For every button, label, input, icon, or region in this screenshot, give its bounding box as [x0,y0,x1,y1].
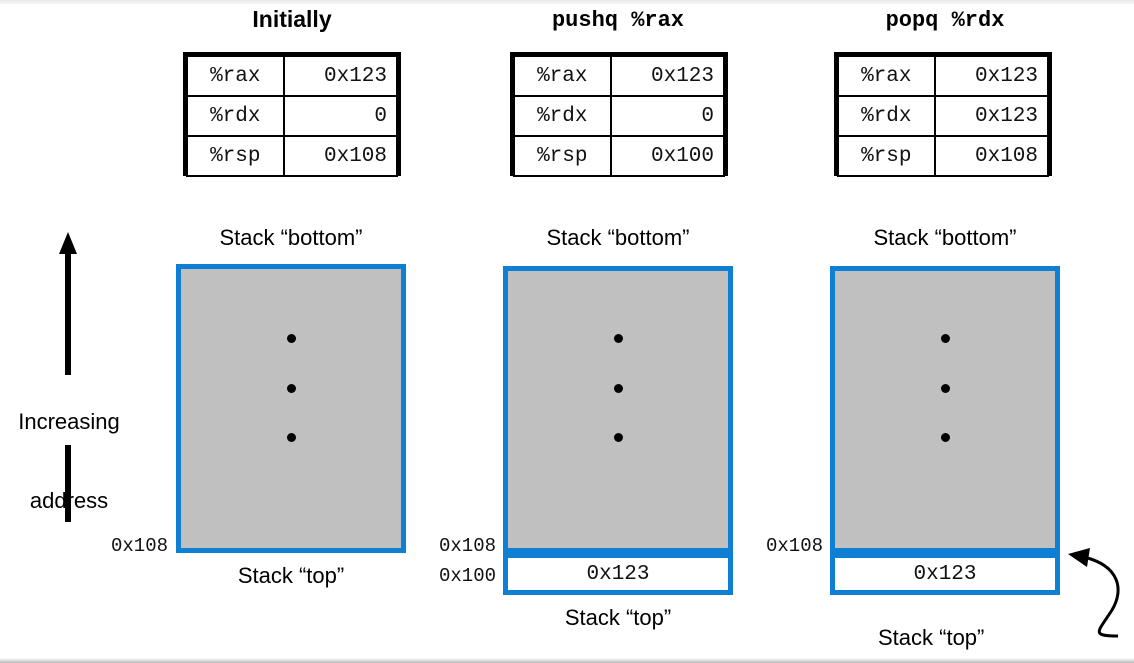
register-value: 0 [609,95,726,137]
table-row: %rdx 0 [186,95,399,137]
register-name: %rax [837,55,936,97]
table-row: %rax 0x123 [513,55,726,97]
ellipsis-dot [941,384,950,393]
table-row: %rdx 0 [513,95,726,137]
register-value: 0x108 [282,135,399,177]
register-value: 0x108 [933,135,1050,177]
register-value: 0x123 [933,55,1050,97]
register-table-popq: %rax 0x123 %rdx 0x123 %rsp 0x108 [834,52,1052,177]
stack-top-label-popq: Stack “top” [878,625,985,650]
address-label-0x108-initially: 0x108 [110,535,168,557]
slide-top-edge [0,0,1134,4]
register-value: 0 [282,95,399,137]
address-label-0x108-popq: 0x108 [765,535,823,557]
address-label-0x100-pushq: 0x100 [438,565,496,587]
ellipsis-dot [287,433,296,442]
address-label-0x108-pushq: 0x108 [438,535,496,557]
register-value: 0x123 [609,55,726,97]
stack-cell-popped-value: 0x123 [830,553,1060,595]
register-value: 0x123 [282,55,399,97]
table-row: %rsp 0x100 [513,135,726,177]
register-name: %rsp [837,135,936,177]
stack-bottom-label-initially: Stack “bottom” [219,225,363,250]
panel-title-pushq: pushq %rax [551,8,685,33]
ellipsis-dot [614,384,623,393]
stack-bottom-label-popq: Stack “bottom” [873,225,1017,250]
register-table-pushq: %rax 0x123 %rdx 0 %rsp 0x100 [510,52,728,177]
register-name: %rsp [186,135,285,177]
panel-title-initially: Initially [252,6,332,32]
slide-bottom-edge [0,658,1134,663]
stack-top-label-initially: Stack “top” [237,563,345,588]
register-name: %rdx [513,95,612,137]
stack-top-pointer-arrow-icon [1068,548,1120,638]
ellipsis-dot [614,433,623,442]
ellipsis-dot [287,384,296,393]
table-row: %rax 0x123 [186,55,399,97]
increasing-address-line-1: Increasing [18,408,120,434]
stack-box-pushq [503,266,733,553]
increasing-address-label: Increasing address [4,356,134,567]
stack-cell-pushed-value: 0x123 [503,553,733,595]
register-name: %rsp [513,135,612,177]
stack-top-label-pushq: Stack “top” [564,605,672,630]
ellipsis-dot [941,334,950,343]
increasing-address-arrow-icon [59,232,77,522]
stack-box-popq [830,266,1060,553]
panel-title-popq: popq %rdx [885,8,1005,33]
table-row: %rsp 0x108 [186,135,399,177]
register-name: %rdx [186,95,285,137]
register-value: 0x100 [609,135,726,177]
increasing-address-line-2: address [29,487,109,513]
table-row: %rax 0x123 [837,55,1050,97]
table-row: %rdx 0x123 [837,95,1050,137]
ellipsis-dot [614,334,623,343]
stack-box-initially [176,264,406,553]
ellipsis-dot [941,433,950,442]
register-value: 0x123 [933,95,1050,137]
register-name: %rax [513,55,612,97]
ellipsis-dot [287,334,296,343]
stack-bottom-label-pushq: Stack “bottom” [546,225,690,250]
register-name: %rdx [837,95,936,137]
register-name: %rax [186,55,285,97]
register-table-initially: %rax 0x123 %rdx 0 %rsp 0x108 [183,52,401,177]
table-row: %rsp 0x108 [837,135,1050,177]
